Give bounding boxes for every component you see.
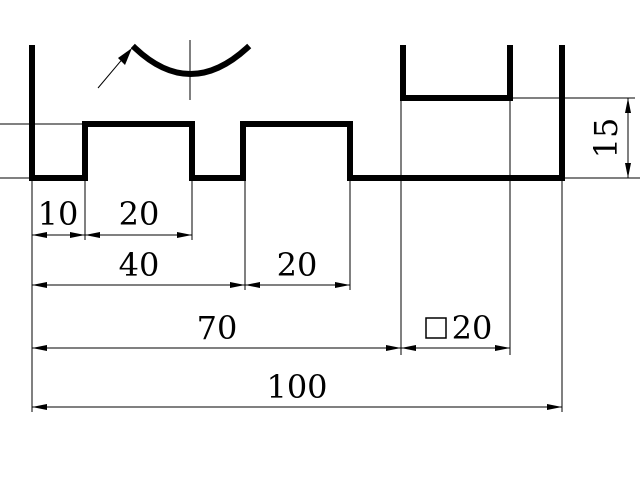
dim-20-slot: 20: [119, 195, 160, 233]
dim-100: 100: [266, 368, 327, 406]
dim-20-second: 20: [277, 246, 318, 284]
square-symbol: [425, 317, 447, 339]
dimension-lines: [32, 98, 631, 410]
dim-20-square: 20: [452, 309, 493, 347]
dim-70: 70: [197, 309, 238, 347]
part-outline: [29, 43, 565, 181]
profile-contour: [29, 45, 565, 181]
dim-40: 40: [119, 246, 160, 284]
dimension-texts: 10 20 40 20 70 20 100 15: [38, 118, 625, 406]
top-arc: [130, 43, 252, 77]
square-pocket: [400, 45, 513, 101]
dim-10: 10: [38, 195, 79, 233]
extension-lines: [31, 97, 640, 412]
center-lines: [0, 40, 191, 179]
dim-15: 15: [587, 118, 625, 159]
